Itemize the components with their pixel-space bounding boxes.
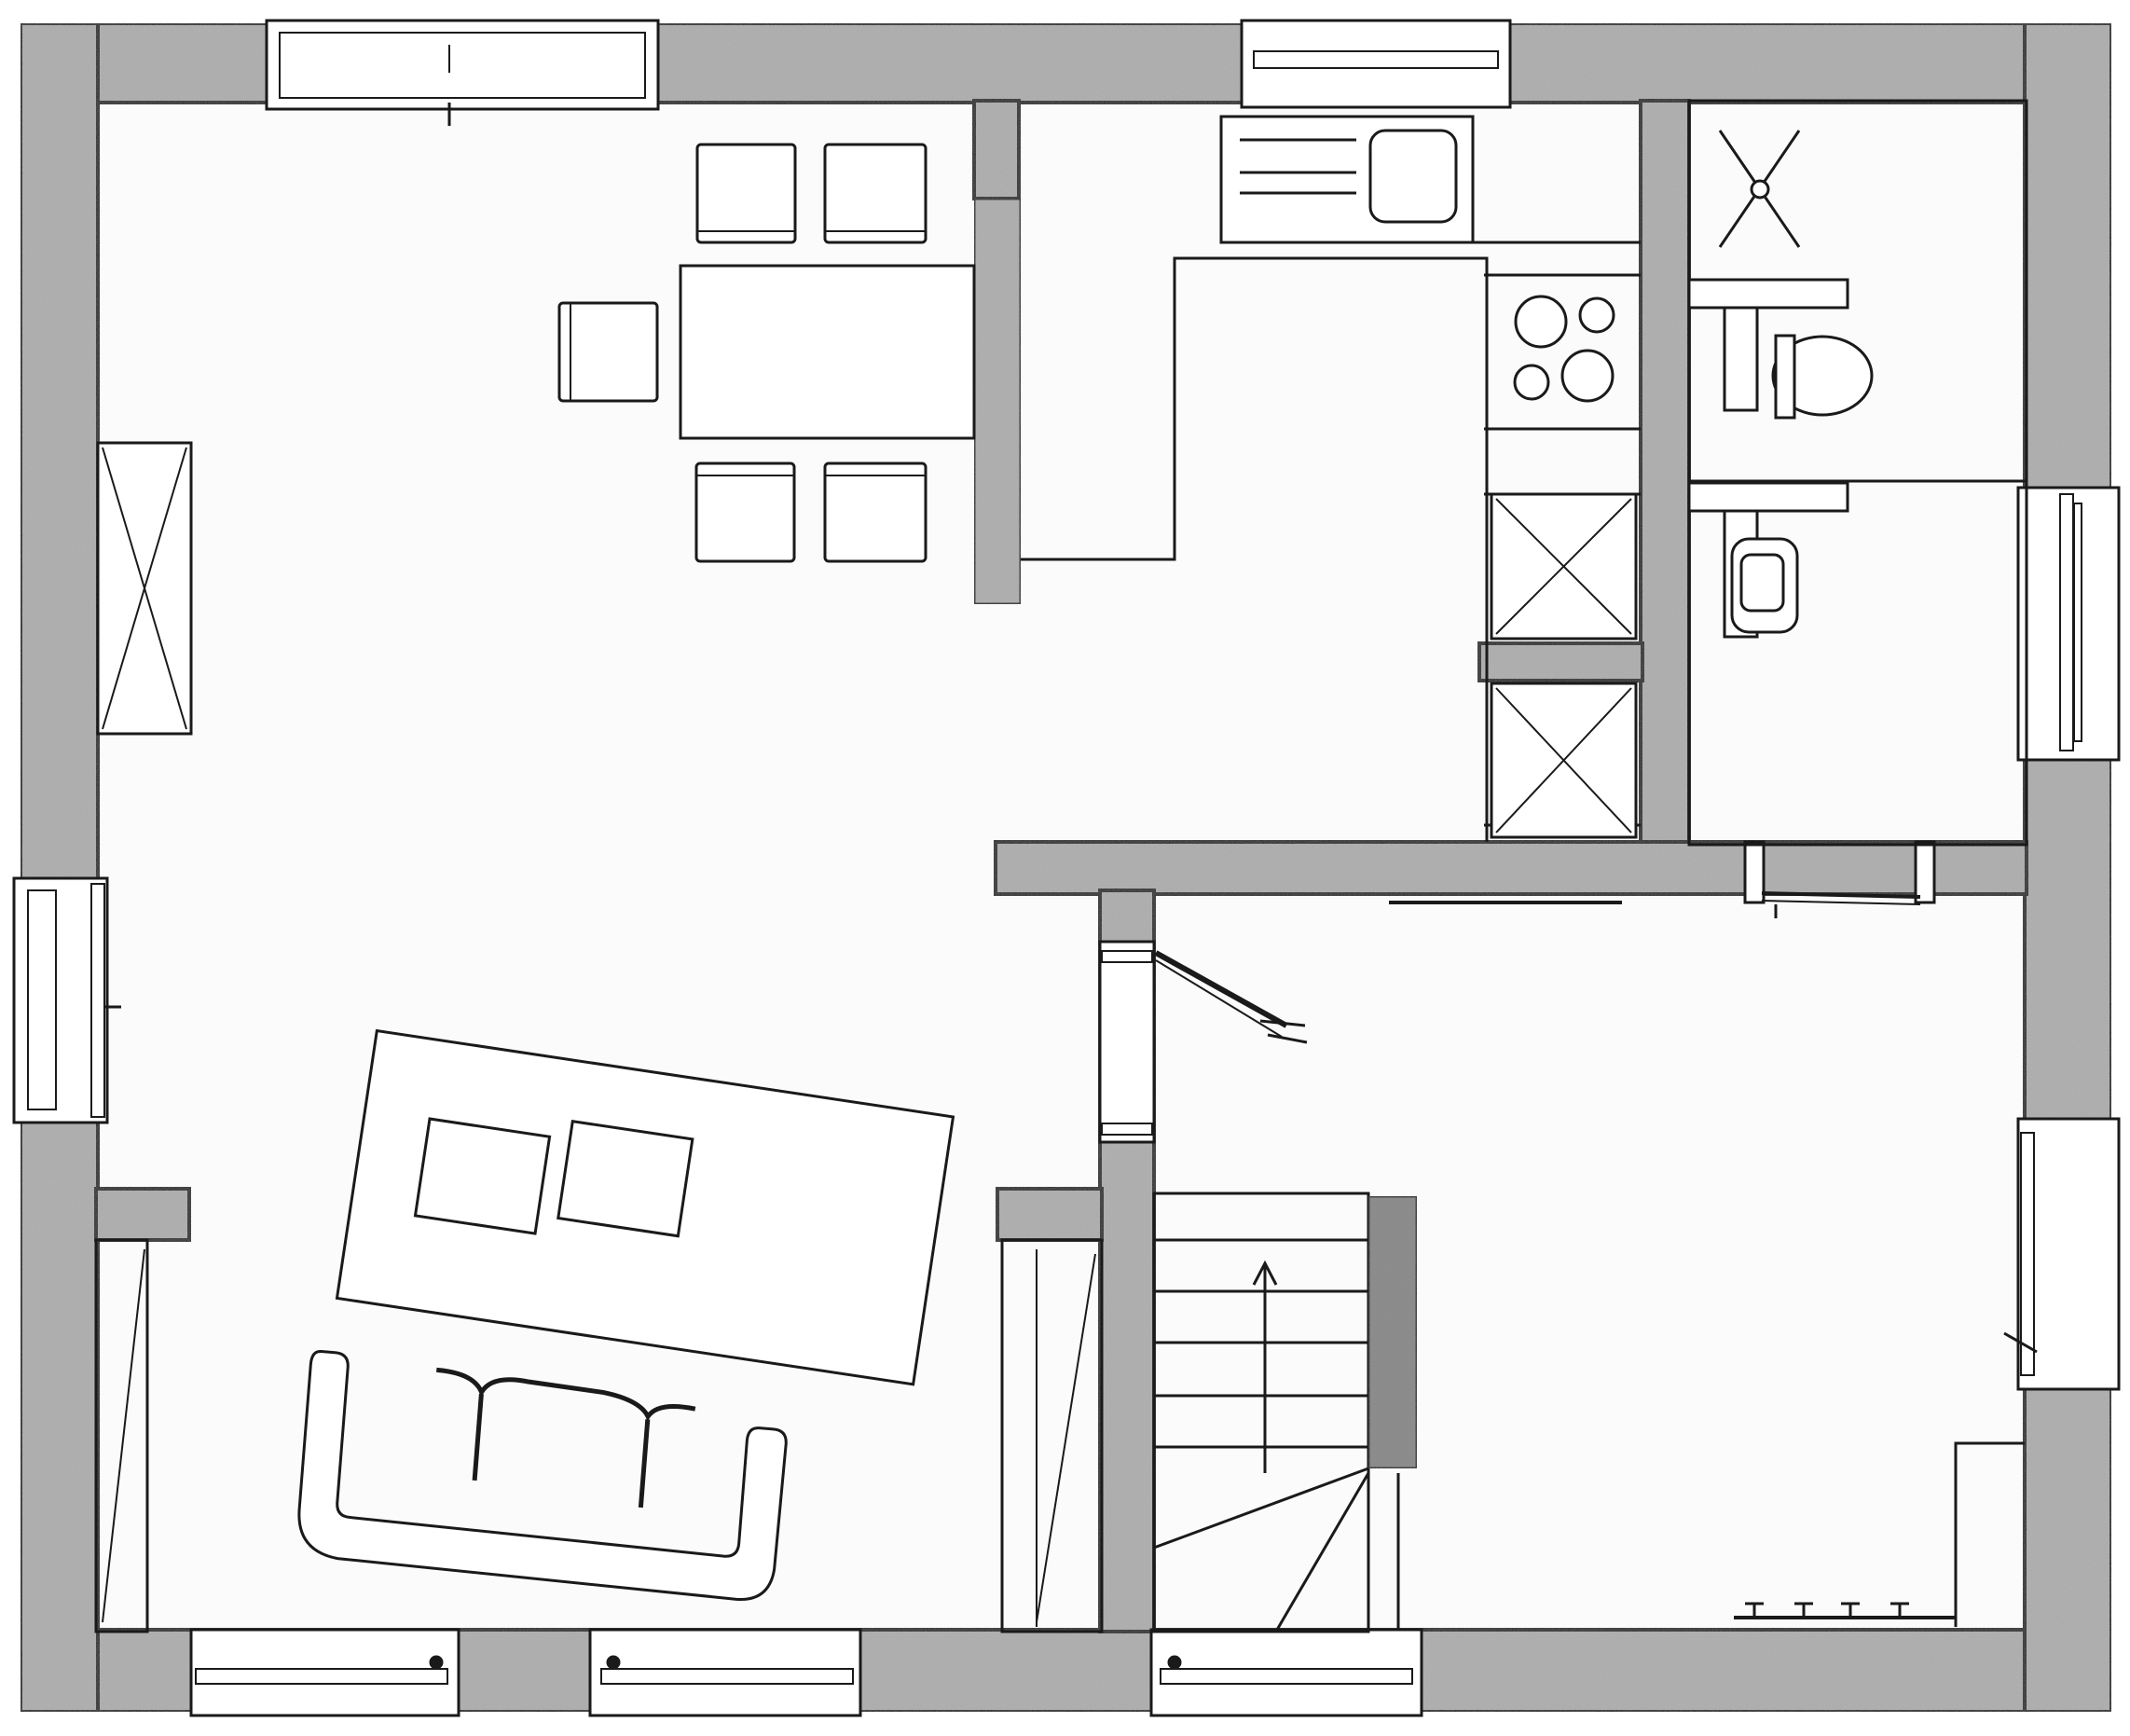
kitchen-partition [972,197,1023,606]
kitchen-appliance-lower [1490,682,1638,839]
toilet [1687,278,1874,420]
door-hall-entry [1098,940,1308,1144]
staircase [1152,1192,1419,1633]
washbasin [1687,481,1849,639]
wall-west-stub [94,1187,191,1242]
window-south-1 [189,1628,460,1717]
door-bath-sliding [1743,840,1936,918]
hall-cabinet [1000,1238,1104,1633]
kitchen-counter [1021,256,1489,842]
walls [19,21,2113,1714]
shower-tray [1718,130,1801,248]
window-north-kitchen [1240,19,1512,109]
wall-kitchen-wc [1639,99,1691,848]
hall-storage [1954,1441,2025,1627]
cooktop [1513,295,1615,403]
west-radiator [94,1238,149,1633]
dining-chair [823,143,928,244]
window-east-bath [2016,486,2121,762]
sofa [297,1350,788,1601]
wall-east [2023,21,2113,1714]
window-south-2 [588,1628,862,1717]
window-east-hall [2003,1117,2121,1391]
window-north-living [265,19,660,126]
dining-chair [823,462,928,563]
window-south-3 [1149,1628,1423,1717]
wall-hall-north [994,840,2028,896]
toilet-room [1687,479,2028,847]
doors [1098,840,1936,1144]
window-west-upper [12,876,121,1124]
wall-living-kitchen-top [972,99,1021,200]
wall-kitchen-divider [1477,641,1644,682]
wall-hall-stub [996,1187,1104,1242]
dining-chair [557,301,659,403]
kitchen-sink [1219,115,1475,244]
dining-chair [695,143,797,244]
coffee-table [335,1028,955,1386]
dining-table [679,264,976,440]
stair-railing [1367,1194,1419,1470]
wall-west [19,21,100,1714]
coat-hooks [1734,1602,1956,1619]
dining-chair [694,462,796,563]
kitchen-appliance-upper [1490,492,1638,641]
windows [12,19,2121,1717]
fixtures [94,99,2028,1633]
west-wall-cabinet [96,441,193,736]
